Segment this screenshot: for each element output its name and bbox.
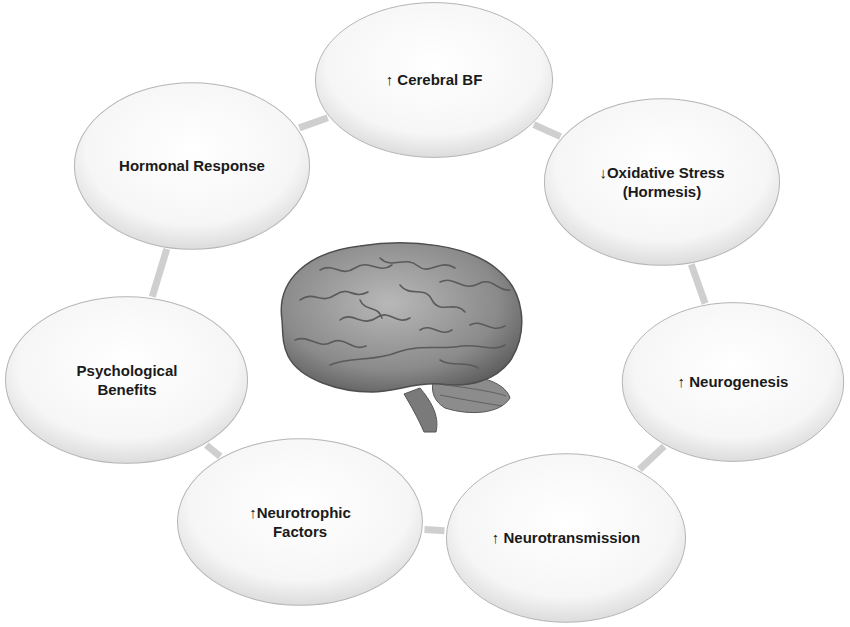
node-label: ↓Oxidative Stress (Hormesis) <box>585 163 738 202</box>
ring-connector <box>152 249 166 297</box>
node-label: ↑Neurotrophic Factors <box>220 503 380 542</box>
ellipse-node: ↑ Neurotransmission <box>444 452 688 624</box>
node-label: ↑ Cerebral BF <box>386 70 483 90</box>
node-label: ↑ Neurotransmission <box>492 528 640 548</box>
ellipse-node: ↑ Neurogenesis <box>620 301 846 463</box>
ring-connector <box>299 118 327 128</box>
ellipse-node: Hormonal Response <box>72 81 312 251</box>
ring-connector <box>206 445 220 456</box>
ring-connector <box>639 446 664 469</box>
node-label: Hormonal Response <box>119 156 265 176</box>
ring-connector <box>534 125 561 137</box>
ellipse-outline <box>175 437 425 607</box>
node-label: Psychological Benefits <box>48 361 206 400</box>
ring-connector <box>424 529 444 530</box>
ellipse-outline <box>542 97 782 267</box>
node-label: ↑ Neurogenesis <box>678 372 789 392</box>
ellipse-node: ↑Neurotrophic Factors <box>175 437 425 607</box>
ellipse-node: ↑ Cerebral BF <box>313 1 555 159</box>
ellipse-outline <box>3 295 250 465</box>
ellipse-node: ↓Oxidative Stress (Hormesis) <box>542 97 782 267</box>
ellipse-node: Psychological Benefits <box>3 295 250 465</box>
ring-connector <box>691 264 705 303</box>
